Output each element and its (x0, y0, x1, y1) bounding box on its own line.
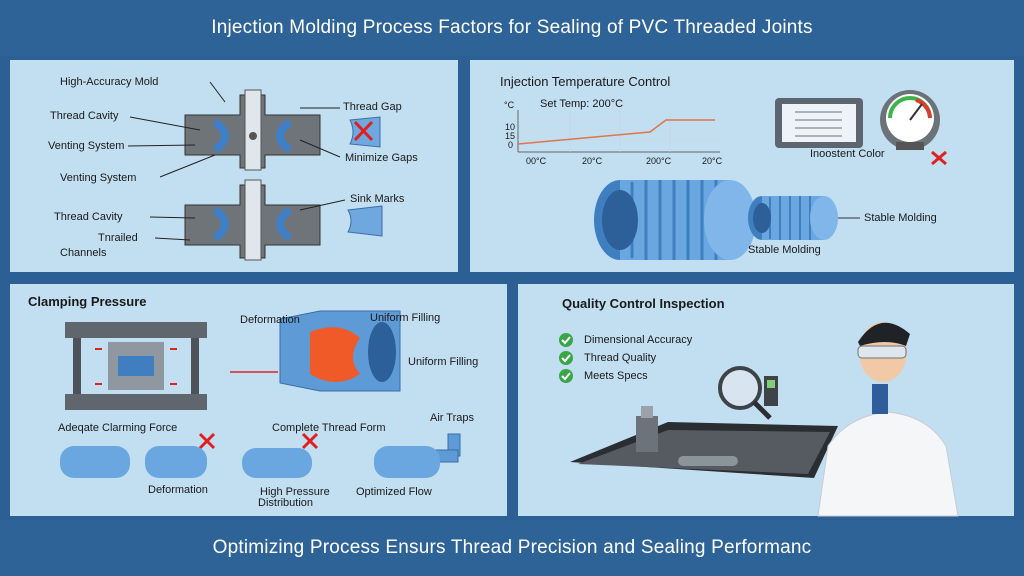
air-traps-label: Air Traps (430, 412, 475, 424)
color-cross (931, 150, 947, 166)
page-footer: Optimizing Process Ensurs Thread Precisi… (0, 520, 1024, 576)
deformation-top-label: Deformation (240, 314, 300, 326)
quality-panel: Quality Control Inspection (518, 284, 1014, 517)
label-venting-system-2: Venting System (60, 172, 137, 184)
temperature-chart (517, 110, 720, 153)
complete-thread-label: Complete Thread Form (272, 422, 386, 434)
quality-illustration (559, 322, 959, 517)
top-mold (184, 89, 321, 171)
optimized-flow-label: Optimized Flow (356, 486, 432, 498)
inspector (817, 322, 959, 517)
x-tick-4: 20°C (702, 156, 723, 166)
page-title: Injection Molding Process Factors for Se… (211, 17, 813, 38)
label-venting-system-1: Venting System (48, 140, 125, 152)
y-tick-2: 15 (505, 131, 516, 141)
label-channels: Channels (60, 247, 107, 259)
clamping-panel: Clamping Pressure (10, 284, 507, 516)
y-tick-1: 10 (505, 122, 516, 132)
footer-text: Optimizing Process Ensurs Thread Precisi… (212, 537, 812, 558)
label-thread-gap: Thread Gap (343, 101, 402, 113)
temperature-panel: Injection Temperature Control Set Temp: … (470, 60, 1014, 272)
uniform-filling-label-1: Uniform Filling (370, 312, 441, 324)
temperature-illustration (517, 90, 947, 260)
air-trap-elbow (435, 433, 461, 463)
temperature-gauge (880, 90, 940, 150)
y-tick-3: 0 (508, 140, 514, 150)
gap-pipe-piece (349, 116, 381, 148)
page-header: Injection Molding Process Factors for Se… (0, 0, 1024, 56)
bottom-pipes (60, 446, 440, 478)
control-screen (775, 98, 863, 148)
check-icons (559, 333, 573, 383)
check-thread-quality: Thread Quality (584, 352, 657, 364)
stable-molding-label-1: Stable Molding (864, 212, 937, 224)
uniform-filling-label-2: Uniform Filling (408, 356, 479, 368)
clamping-illustration (60, 310, 461, 478)
label-sink-marks: Sink Marks (350, 193, 405, 205)
sink-pipe-piece (347, 205, 383, 237)
high-pressure-label-2: Distribution (258, 497, 314, 509)
label-minimize-gaps: Minimize Gaps (345, 152, 418, 164)
check-meets-specs: Meets Specs (584, 370, 648, 382)
set-temp-label: Set Temp: 200°C (540, 98, 624, 110)
mold-illustration (127, 81, 383, 261)
stable-molding-label-2: Stable Molding (748, 244, 821, 256)
chart-y-unit: °C (504, 100, 515, 110)
x-tick-3: 200°C (646, 156, 672, 166)
clamping-press (65, 322, 207, 410)
quality-title: Quality Control Inspection (562, 296, 725, 311)
mold-title: High-Accuracy Mold (60, 76, 159, 88)
thread-cross-section (230, 310, 401, 392)
label-thread-cavity-2: Thread Cavity (54, 211, 123, 223)
bottom-mold (184, 179, 321, 261)
leader-lines (127, 81, 346, 241)
adequate-force-label: Adeqate Clarming Force (58, 422, 178, 434)
magnifying-glass (718, 366, 772, 420)
label-thread-cavity-1: Thread Cavity (50, 110, 119, 122)
small-threaded-pipe (748, 196, 860, 240)
label-trailed: Tnrailed (98, 232, 138, 244)
caliper (764, 376, 778, 406)
clamping-title: Clamping Pressure (28, 294, 147, 309)
large-threaded-pipe (594, 180, 756, 260)
temperature-title: Injection Temperature Control (500, 74, 671, 89)
crosses (198, 432, 319, 450)
check-dimensional-accuracy: Dimensional Accuracy (584, 334, 693, 346)
x-tick-1: 00°C (526, 156, 547, 166)
inspection-table (570, 406, 838, 478)
inconsistent-color-label: Inoostent Color (810, 148, 885, 160)
mold-panel: High-Accuracy Mold Thread Cavity Venting… (10, 60, 458, 272)
high-pressure-label-1: High Pressure (260, 486, 330, 498)
deformation-label: Deformation (148, 484, 208, 496)
x-tick-2: 20°C (582, 156, 603, 166)
